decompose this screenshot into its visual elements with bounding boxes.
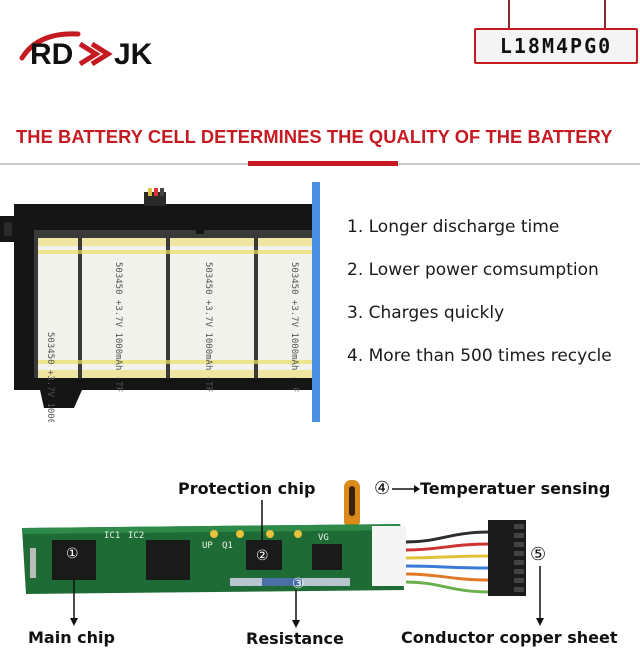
marker-temperature: ④ (374, 478, 391, 499)
svg-text:RD: RD (30, 38, 73, 70)
marker-resistance: ③ (292, 576, 305, 592)
silkscreen-q1: Q1 (222, 541, 233, 551)
model-code: L18M4PG0 (499, 34, 613, 58)
silkscreen-up: UP (202, 541, 213, 551)
headline-text: THE BATTERY CELL DETERMINES THE QUALITY … (16, 126, 613, 147)
label-temperature-sensing: Temperatuer sensing (420, 479, 611, 498)
marker-protection-chip: ② (256, 548, 269, 564)
headline-underline (0, 161, 640, 166)
cell-print: 503450 +3.7V 1000mAh -TF (113, 262, 123, 392)
battery-cells (38, 238, 312, 378)
silkscreen-vg: VG (318, 533, 329, 543)
silkscreen-ic1: IC1 (104, 531, 120, 541)
brand-logo: RD JK (19, 31, 153, 70)
feature-item: 1. Longer discharge time (347, 217, 560, 237)
cell-print: 503450 +3.7V 1000mAh -TF (289, 262, 299, 392)
cell-print: 503450 +3.7V 1000mAh -TF (203, 262, 213, 392)
hanger-line-right (604, 0, 606, 28)
feature-item: 4. More than 500 times recycle (347, 346, 612, 366)
label-conductor-copper-sheet: Conductor copper sheet (401, 628, 618, 647)
label-resistance: Resistance (246, 629, 344, 648)
model-code-box: L18M4PG0 (474, 28, 638, 64)
battery-pack-illustration: 503450 +3.7V 1000mAh -TF 503450 +3.7V 10… (0, 182, 320, 422)
svg-text:JK: JK (114, 38, 153, 70)
cell-print: 503450 +3.7V 1000mAh -TF (45, 332, 55, 422)
protection-board-illustration: IC1 IC2 UP Q1 VG ① ② ③ (22, 480, 544, 628)
label-protection-chip: Protection chip (178, 479, 316, 498)
marker-main-chip: ① (66, 546, 79, 562)
silkscreen-ic2: IC2 (128, 531, 144, 541)
feature-item: 2. Lower power comsumption (347, 260, 599, 280)
marker-copper-sheet: ⑤ (530, 544, 547, 565)
feature-item: 3. Charges quickly (347, 303, 505, 323)
feature-list: 1. Longer discharge time 2. Lower power … (347, 214, 637, 386)
headline: THE BATTERY CELL DETERMINES THE QUALITY … (0, 126, 640, 154)
hanger-line-left (508, 0, 510, 28)
label-main-chip: Main chip (28, 628, 115, 647)
